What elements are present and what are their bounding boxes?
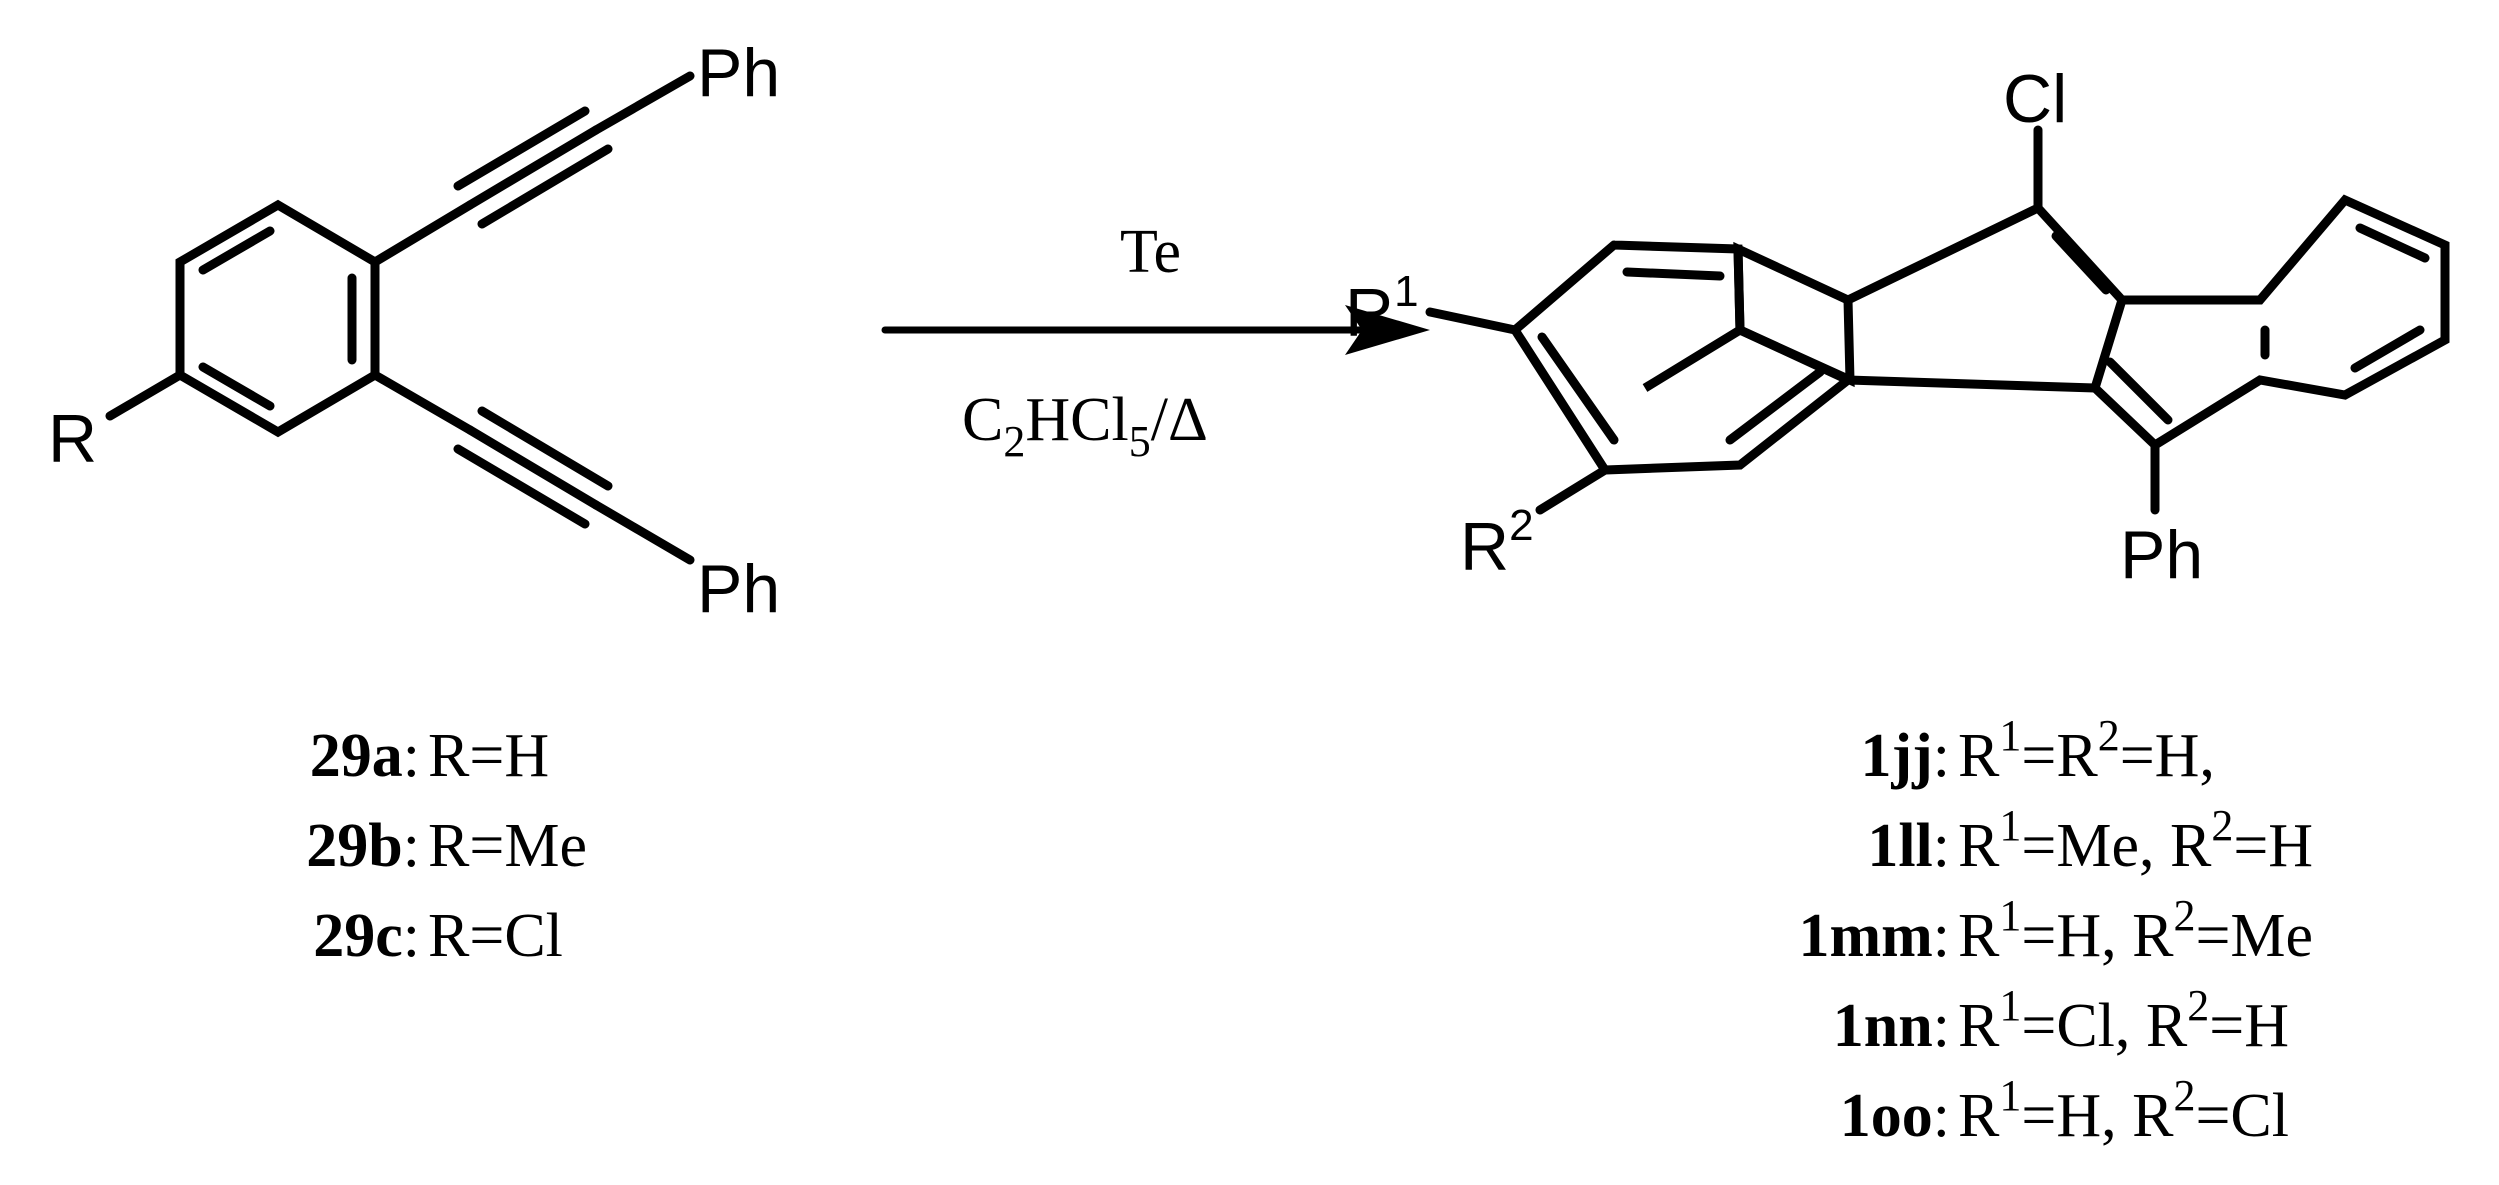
reactant-double-bond-3 (198, 362, 275, 411)
reactant-label-29a-id: 29a: (310, 722, 420, 790)
bottom-alkyne-single-2 (591, 500, 695, 565)
product-central-double-1 (2033, 203, 2127, 305)
top-alkyne-triple-a (465, 125, 601, 210)
product-left-double-1 (1622, 267, 1725, 281)
reactant-label-29c-id: 29c: (313, 902, 420, 970)
product-central-double-2 (2090, 383, 2160, 450)
product-left-ring (1733, 241, 1855, 388)
bottom-alkyne-triple-b (477, 406, 613, 491)
reactant-r-bond (105, 370, 185, 421)
product-label-1nn-text: R1=Cl, R2=H (1958, 981, 2289, 1060)
top-alkyne-single-2 (591, 71, 695, 135)
product-r1-label: R1 (1345, 267, 1419, 351)
product-left-double-2 (1537, 332, 1619, 445)
reactant-ph-bottom: Ph (697, 551, 780, 627)
bottom-alkyne-triple-c (453, 444, 590, 529)
product-central-double-1b (2051, 231, 2111, 295)
reactant-label-29b-id: 29b: (306, 812, 420, 880)
product-label-1jj-text: R1=R2=H, (1958, 711, 2215, 790)
product-right-double-2 (2350, 325, 2425, 373)
product-r2-label: R2 (1460, 501, 1534, 585)
product-label-1mm-id: 1mm: (1798, 902, 1950, 970)
reactant-labels: 29a: R=H 29b: R=Me 29c: R=Cl (306, 722, 587, 970)
product-central-bond-2 (1843, 375, 2100, 393)
reagent-above-arrow: Te (1120, 218, 1181, 286)
reactant-label-29a-text: R=H (428, 722, 549, 790)
reagent-below-arrow: C2HCl5/Δ (962, 386, 1208, 466)
reactant-ring (175, 199, 380, 438)
top-alkyne-triple-b (453, 106, 590, 191)
product-right-double-1 (2355, 223, 2430, 263)
product-ph-label: Ph (2120, 517, 2203, 593)
product-cl-label: Cl (2003, 61, 2067, 137)
product-label-1oo-text: R1=H, R2=Cl (1958, 1071, 2289, 1150)
reactant-structure: R Ph Ph (48, 35, 780, 627)
top-alkyne-single-1 (370, 200, 475, 267)
top-alkyne-triple-c (477, 144, 613, 229)
product-central-double-2b (2105, 357, 2173, 425)
reaction-arrow-group: Te C2HCl5/Δ (881, 218, 1430, 466)
product-r2-bond (1535, 465, 1610, 515)
reactant-double-bond-2 (198, 226, 275, 275)
product-c-cl-bond (1843, 203, 2043, 305)
product-left-benzene (1509, 240, 1857, 475)
reaction-arrow-head (1345, 305, 1430, 355)
product-r1-bond (1425, 307, 1520, 335)
product-label-1jj-id: 1jj: (1860, 722, 1950, 790)
product-structure: Cl Ph R1 R2 (1345, 61, 2450, 593)
bottom-alkyne-triple-a (465, 425, 601, 510)
reactant-label-29b-text: R=Me (428, 812, 587, 880)
reactant-label-29c-text: R=Cl (428, 902, 563, 970)
product-right-ring (2117, 194, 2450, 450)
product-labels: 1jj: R1=R2=H, 1ll: R1=Me, R2=H 1mm: R1=H… (1798, 711, 2313, 1150)
product-label-1oo-id: 1oo: (1840, 1082, 1950, 1150)
reactant-r-label: R (48, 401, 97, 477)
product-label-1ll-text: R1=Me, R2=H (1958, 801, 2313, 880)
product-label-1nn-id: 1nn: (1833, 992, 1950, 1060)
product-label-1ll-id: 1ll: (1867, 812, 1950, 880)
product-label-1mm-text: R1=H, R2=Me (1958, 891, 2313, 970)
product-central-bond (2090, 295, 2127, 393)
product-left-double-3 (1725, 367, 1825, 445)
bottom-alkyne-single-1 (370, 370, 475, 435)
reactant-ph-top: Ph (697, 35, 780, 111)
